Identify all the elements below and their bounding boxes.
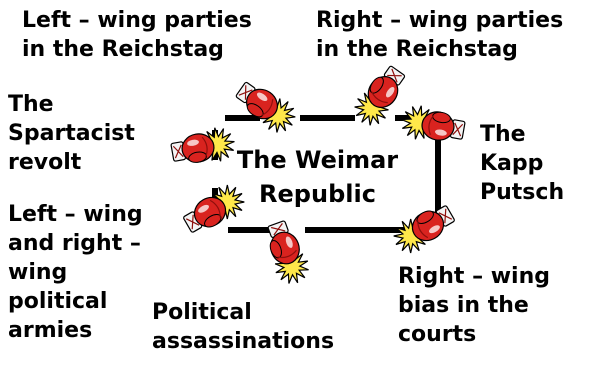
boxing-glove-icon-left-wing-parties (235, 81, 296, 133)
threat-label-right-wing-courts: Right – wing bias in the courts (398, 264, 551, 347)
impact-burst-icon (261, 98, 296, 133)
threat-label-political-assassinations: Political assassinations (152, 300, 335, 354)
boxing-glove-icon-spartacist-revolt (170, 127, 235, 163)
threat-label-political-armies: Left – wing and right – wing political a… (8, 202, 143, 343)
threat-label-left-wing-parties: Left – wing parties in the Reichstag (22, 8, 252, 62)
boxing-glove-icon-right-wing-parties (354, 65, 406, 126)
boxing-glove-icon-political-armies (183, 184, 245, 233)
gloves-layer (170, 65, 466, 284)
boxing-glove-icon-kapp-putsch (401, 105, 466, 141)
center-title: The Weimar Republic (236, 146, 399, 208)
boxing-glove-icon-right-wing-courts (393, 205, 455, 254)
threat-label-spartacist-revolt: The Spartacist revolt (8, 92, 135, 175)
threat-label-kapp-putsch: The Kapp Putsch (480, 122, 565, 205)
threat-label-right-wing-parties: Right – wing parties in the Reichstag (316, 8, 564, 62)
boxing-glove-icon-political-assassinations (267, 220, 309, 284)
